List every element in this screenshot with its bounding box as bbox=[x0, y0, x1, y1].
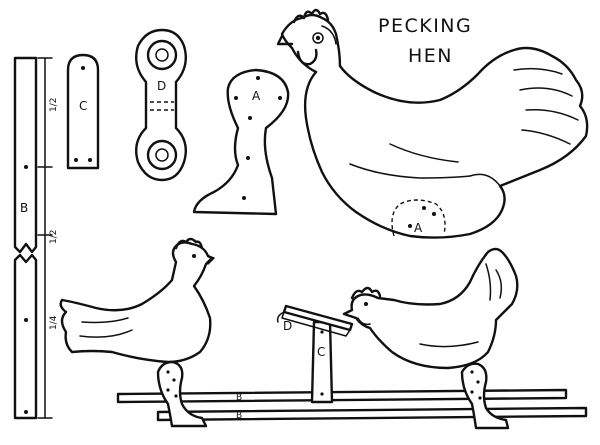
large-hen-body: A bbox=[276, 8, 589, 239]
post-part-c-label: C bbox=[317, 345, 325, 359]
body-part-a-label: A bbox=[414, 221, 423, 235]
part-d: D bbox=[135, 28, 187, 182]
part-c-label: C bbox=[79, 99, 87, 113]
center-post: C D bbox=[276, 304, 354, 404]
part-a-label: A bbox=[252, 89, 261, 103]
title-line-1: Pecking bbox=[378, 15, 472, 37]
title-block: Pecking Hen bbox=[378, 15, 472, 67]
part-a: A bbox=[192, 68, 290, 216]
dim-middle: 1/2 bbox=[49, 230, 59, 244]
part-b-label: B bbox=[20, 201, 28, 215]
post-part-d-label: D bbox=[283, 319, 292, 333]
dim-lower: 1/4 bbox=[49, 315, 59, 330]
left-hen bbox=[59, 237, 215, 428]
right-hen bbox=[342, 247, 519, 430]
title-line-2: Hen bbox=[408, 45, 453, 67]
rod-upper-label: B bbox=[236, 393, 242, 403]
dim-upper: 1/2 bbox=[49, 98, 59, 112]
part-c: C bbox=[66, 53, 100, 170]
part-d-label: D bbox=[157, 79, 166, 93]
part-b-strip: 1/2 1/2 1/4 B bbox=[13, 56, 59, 420]
rods: B B bbox=[116, 388, 588, 422]
rod-lower-label: B bbox=[236, 411, 242, 421]
